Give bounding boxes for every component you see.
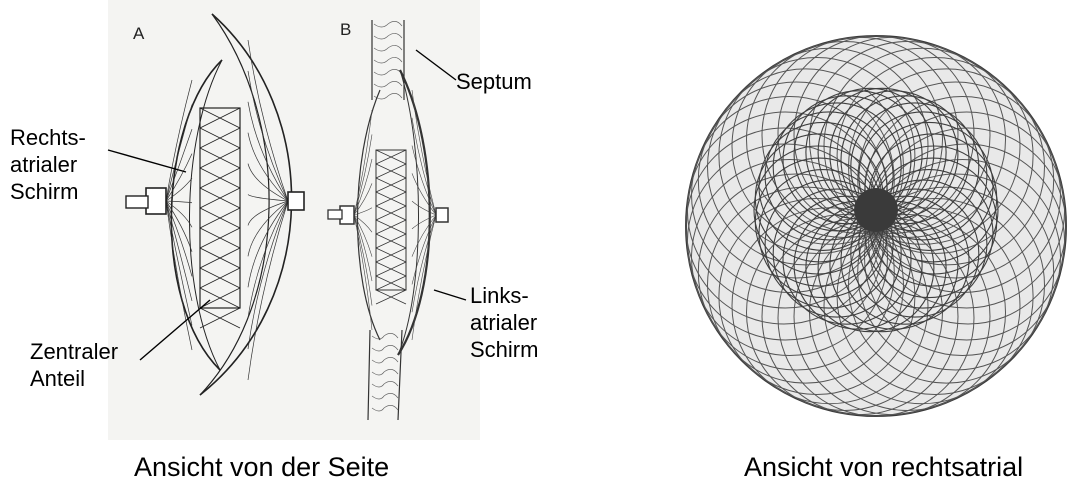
label-line: Zentraler [30, 338, 118, 365]
label-line: Schirm [10, 178, 86, 205]
label-line: Schirm [470, 336, 538, 363]
label-line: Anteil [30, 365, 118, 392]
occluder-front-view [686, 36, 1066, 416]
caption-side-view: Ansicht von der Seite [134, 452, 389, 483]
illustration-background [108, 0, 480, 440]
label-central-part: Zentraler Anteil [30, 338, 118, 392]
center-hub [854, 188, 898, 232]
label-line: atrialer [470, 309, 538, 336]
label-line: Links- [470, 282, 538, 309]
caption-right-atrial-view: Ansicht von rechtsatrial [744, 452, 1023, 483]
hub-right-b [436, 208, 448, 222]
panel-letter-a: A [133, 24, 144, 44]
label-line: Rechts- [10, 124, 86, 151]
hub-left-a [146, 188, 166, 214]
label-septum: Septum [456, 68, 532, 95]
label-line: atrialer [10, 151, 86, 178]
label-right-atrial-disc: Rechts- atrialer Schirm [10, 124, 86, 205]
hub-right-a [288, 192, 304, 210]
label-left-atrial-disc: Links- atrialer Schirm [470, 282, 538, 363]
panel-letter-b: B [340, 20, 351, 40]
